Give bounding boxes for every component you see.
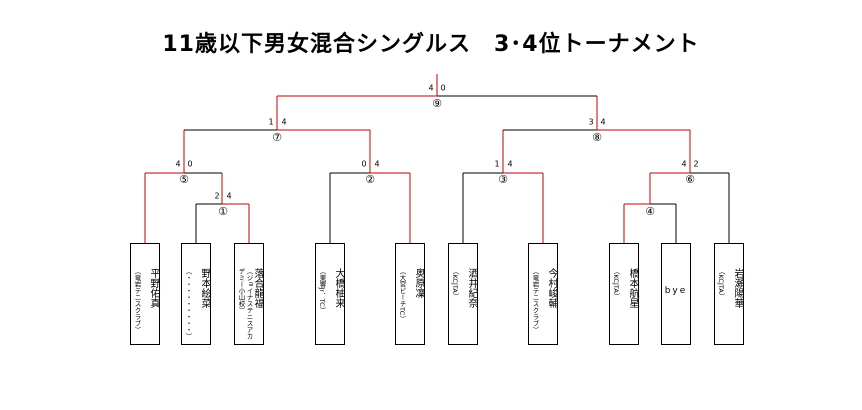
score-3-left: 1 — [494, 160, 499, 169]
match-7-lines — [184, 96, 370, 131]
match-label-9: ⑨ — [432, 97, 442, 110]
match-4-lines — [623, 173, 677, 243]
page-title: 11歳以下男女混合シングルス 3･4位トーナメント — [162, 32, 700, 57]
player-team: （・・・・・・・・・） — [184, 268, 192, 340]
match-label-6: ⑥ — [685, 173, 695, 186]
score-6-right: 2 — [693, 160, 698, 169]
score-3-right: 4 — [507, 160, 512, 169]
match-label-7: ⑦ — [272, 131, 282, 144]
player-box-bye: bye — [661, 243, 691, 345]
score-5-right: 0 — [187, 160, 192, 169]
player-team: （竜岩テニスクラブ） — [531, 268, 539, 333]
score-1-left: 2 — [214, 192, 219, 201]
match-label-1: ① — [218, 205, 228, 218]
player-name: 今村峻輔 — [546, 268, 557, 308]
match-label-5: ⑤ — [179, 173, 189, 186]
player-name: 酒井紀奈 — [466, 268, 477, 308]
player-box-3: 落合龍福 （ジョイナステニスアカデミー小山校） — [234, 243, 264, 345]
player-name: 大橋柚来 — [333, 268, 344, 308]
score-7-left: 1 — [268, 118, 273, 127]
match-label-4: ④ — [645, 205, 655, 218]
player-name: 平野佑真 — [148, 268, 159, 308]
player-team: （東響Jr．TC） — [318, 268, 326, 314]
player-name: 奥原凜 — [413, 268, 424, 298]
player-box-4: 大橋柚来 （東響Jr．TC） — [315, 243, 345, 345]
match-2-lines — [329, 130, 411, 243]
player-name: 野本絵菜 — [199, 268, 210, 308]
match-8-lines — [503, 96, 690, 131]
match-label-2: ② — [365, 173, 375, 186]
player-team: （竜岩テニスクラブ） — [133, 268, 141, 333]
bye-label: bye — [664, 286, 688, 296]
player-box-10: 岩瀬陽華 （KCJTA） — [714, 243, 744, 345]
player-box-1: 平野佑真 （竜岩テニスクラブ） — [130, 243, 160, 345]
match-6-lines — [650, 130, 730, 243]
match-label-3: ③ — [498, 173, 508, 186]
match-9-lines — [277, 74, 597, 97]
match-1-lines — [195, 173, 250, 243]
player-name: 落合龍福 — [252, 268, 263, 308]
score-8-left: 3 — [588, 118, 593, 127]
player-team: （KCJTA） — [717, 268, 725, 300]
player-box-7: 今村峻輔 （竜岩テニスクラブ） — [528, 243, 558, 345]
player-box-6: 酒井紀奈 （KCJTA） — [448, 243, 478, 345]
score-9-left: 4 — [428, 84, 433, 93]
score-7-right: 4 — [281, 118, 286, 127]
player-team: （KCJTA） — [612, 268, 620, 300]
score-2-left: 0 — [361, 160, 366, 169]
player-name: 橋本航星 — [627, 268, 638, 308]
score-2-right: 4 — [374, 160, 379, 169]
player-name: 岩瀬陽華 — [732, 268, 743, 308]
score-1-right: 4 — [226, 192, 231, 201]
match-label-8: ⑧ — [592, 131, 602, 144]
score-6-left: 4 — [681, 160, 686, 169]
player-box-2: 野本絵菜 （・・・・・・・・・） — [181, 243, 211, 345]
score-9-right: 0 — [440, 84, 445, 93]
player-team: （大宮ビーチTC） — [398, 268, 406, 322]
match-3-lines — [462, 130, 544, 243]
score-8-right: 4 — [600, 118, 605, 127]
player-team: （KCJTA） — [451, 268, 459, 300]
match-5-lines — [144, 130, 222, 243]
player-box-8: 橋本航星 （KCJTA） — [609, 243, 639, 345]
player-team: （ジョイナステニスアカデミー小山校） — [237, 268, 253, 340]
player-box-5: 奥原凜 （大宮ビーチTC） — [395, 243, 425, 345]
score-5-left: 4 — [175, 160, 180, 169]
